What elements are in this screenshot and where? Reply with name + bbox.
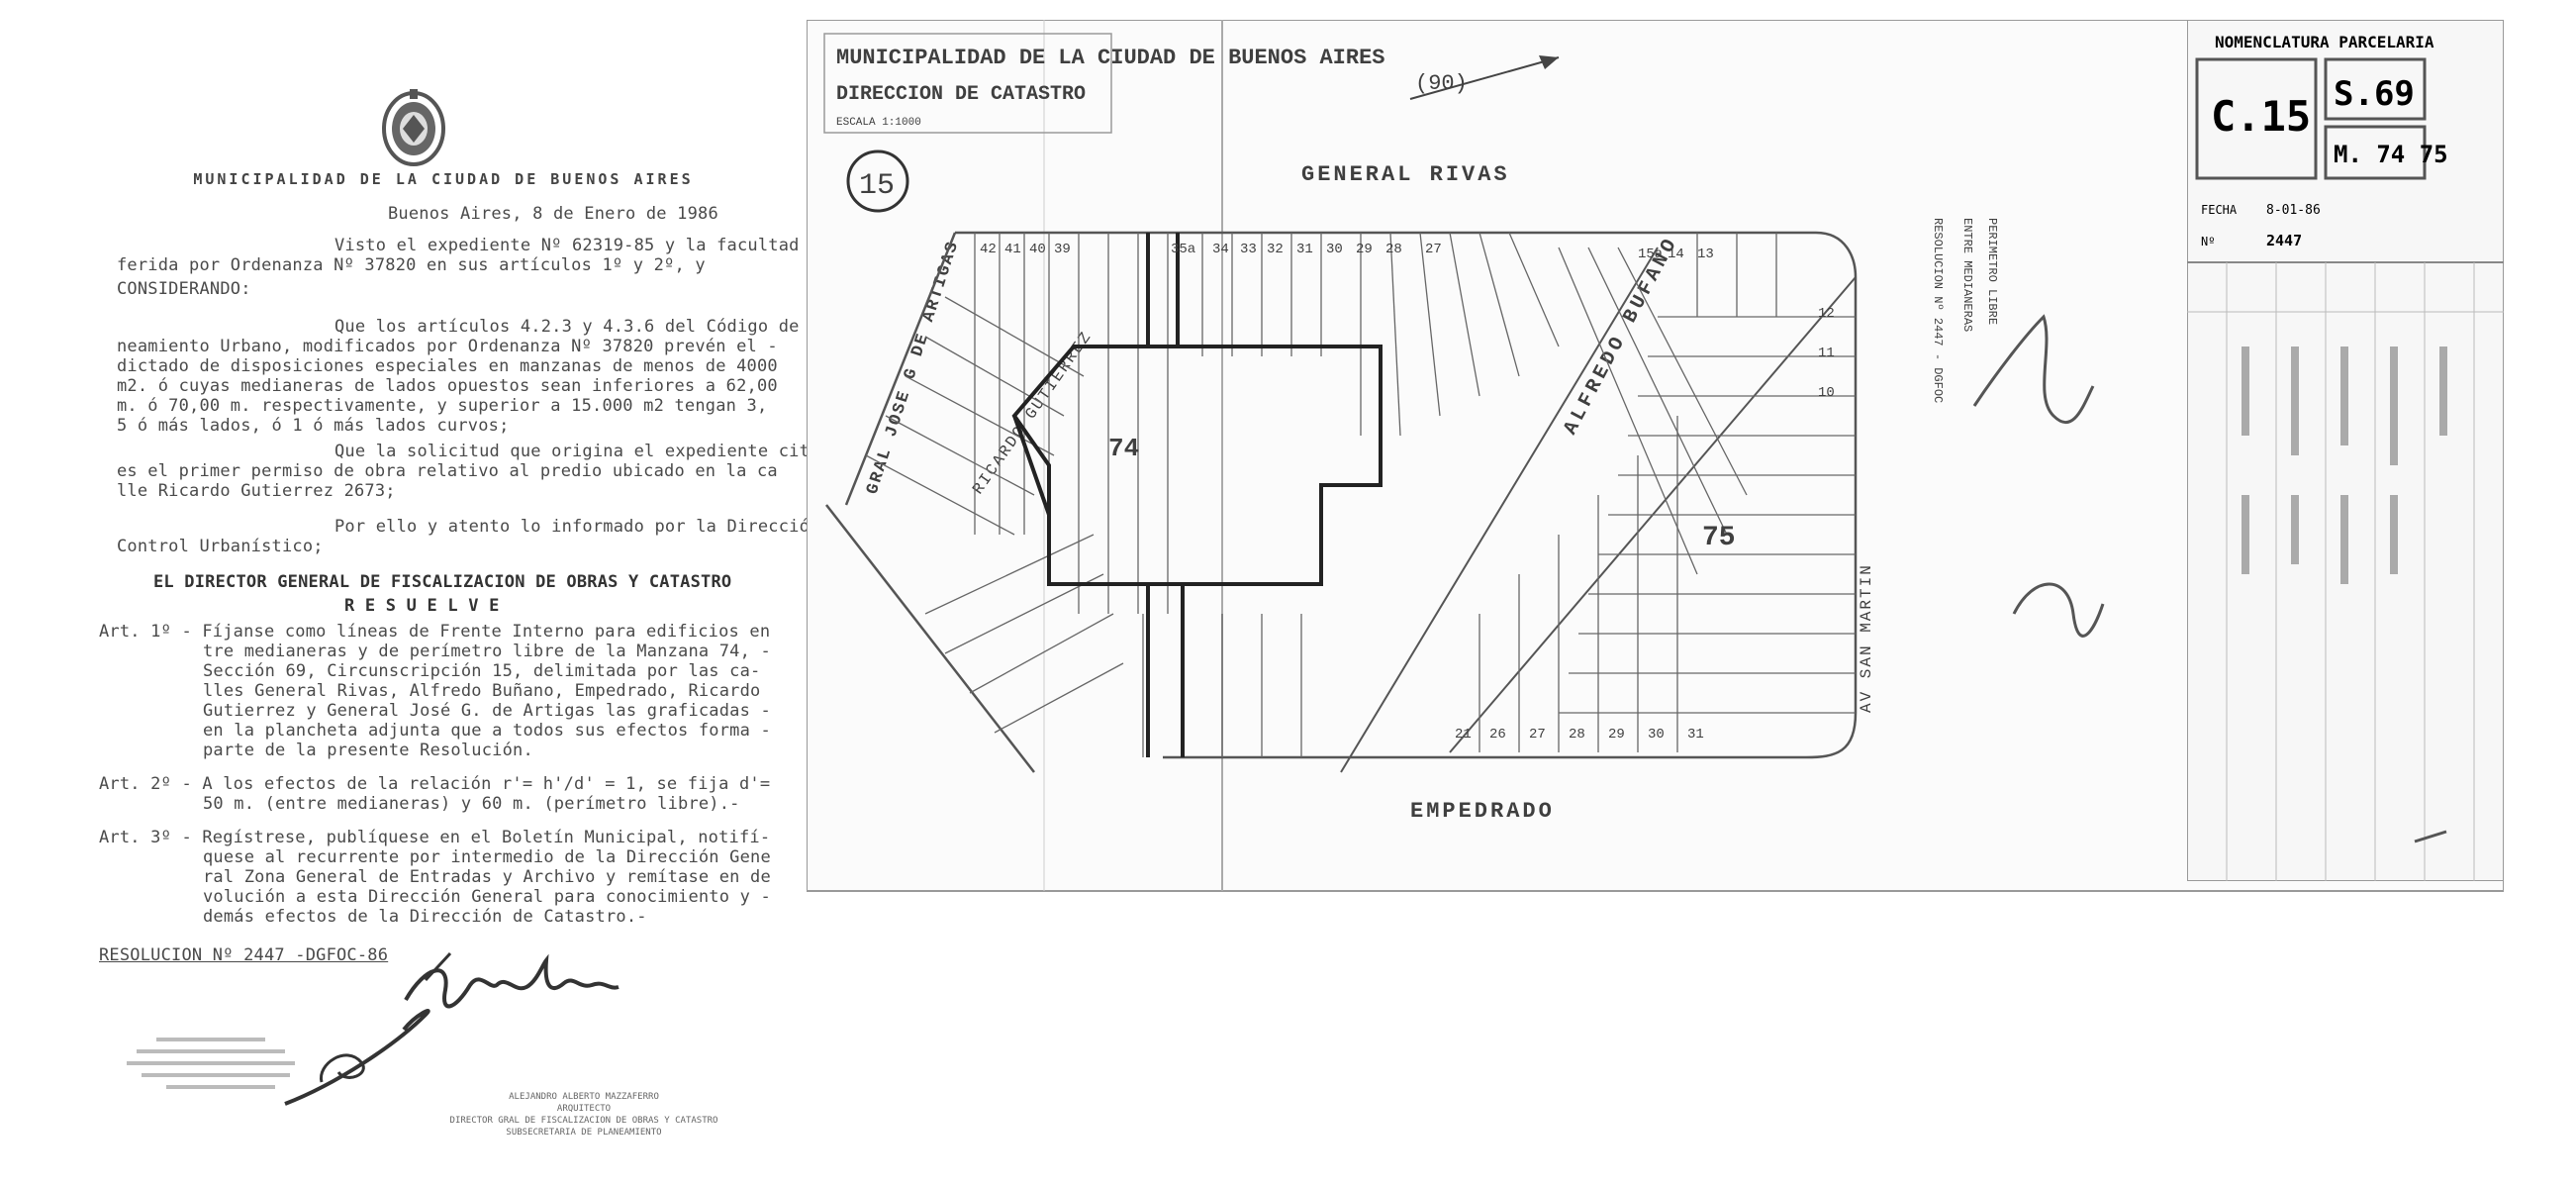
svg-text:15a: 15a xyxy=(1638,247,1663,262)
svg-text:11: 11 xyxy=(1818,346,1835,361)
svg-text:31: 31 xyxy=(1687,727,1704,742)
plan-subtitle: DIRECCION DE CATASTRO xyxy=(836,83,1086,106)
resolution-line: R E S U E L V E xyxy=(344,596,500,616)
svg-text:(90): (90) xyxy=(1415,71,1468,96)
resolution-line: Art. 2º - A los efectos de la relación r… xyxy=(99,774,771,794)
block-75: 75 xyxy=(1702,523,1736,553)
svg-text:21: 21 xyxy=(1455,727,1472,742)
svg-text:28: 28 xyxy=(1385,242,1402,257)
resolution-line: Que los artículos 4.2.3 y 4.3.6 del Códi… xyxy=(334,317,841,337)
street-san-martin: AV SAN MARTIN xyxy=(1858,563,1875,713)
resolution-line: dictado de disposiciones especiales en m… xyxy=(117,356,778,376)
resolution-line: tre medianeras y de perímetro libre de l… xyxy=(203,642,771,661)
resolution-line: Que la solicitud que origina el expedien… xyxy=(334,442,841,461)
svg-text:PERIMETRO LIBRE: PERIMETRO LIBRE xyxy=(1985,218,1999,325)
nomenclatura-title: NOMENCLATURA PARCELARIA xyxy=(2215,33,2434,51)
resolution-line: Art. 3º - Regístrese, publíquese en el B… xyxy=(99,828,771,847)
plan-title: MUNICIPALIDAD DE LA CIUDAD DE BUENOS AIR… xyxy=(836,46,1385,70)
handwritten-signature xyxy=(284,951,620,1106)
svg-text:34: 34 xyxy=(1212,242,1229,257)
municipality-header: MUNICIPALIDAD DE LA CIUDAD DE BUENOS AIR… xyxy=(193,170,694,188)
fecha-label: FECHA xyxy=(2201,203,2238,217)
no-value: 2447 xyxy=(2266,232,2302,249)
resolution-document: MUNICIPALIDAD DE LA CIUDAD DE BUENOS AIR… xyxy=(0,0,840,1188)
svg-text:10: 10 xyxy=(1818,385,1835,401)
svg-text:ENTRE MEDIANERAS: ENTRE MEDIANERAS xyxy=(1960,218,1974,332)
resolution-line: m. ó 70,00 m. respectivamente, y superio… xyxy=(117,396,768,416)
svg-text:39: 39 xyxy=(1054,242,1071,257)
svg-text:31: 31 xyxy=(1296,242,1313,257)
nomenclatura-sheet: NOMENCLATURA PARCELARIA C.15 S.69 M. 74 … xyxy=(2186,19,2505,882)
resolution-line: quese al recurrente por intermedio de la… xyxy=(203,847,771,867)
fecha-value: 8-01-86 xyxy=(2266,203,2321,218)
plan-scale: ESCALA 1:1000 xyxy=(836,117,921,129)
street-empedrado: EMPEDRADO xyxy=(1410,799,1555,824)
svg-text:27: 27 xyxy=(1529,727,1546,742)
resolution-line: Control Urbanístico; xyxy=(117,537,324,556)
circ-code: C.15 xyxy=(2211,92,2311,141)
resolution-line: demás efectos de la Dirección de Catastr… xyxy=(203,907,647,927)
svg-text:26: 26 xyxy=(1489,727,1506,742)
svg-text:40: 40 xyxy=(1029,242,1046,257)
resolution-line: m2. ó cuyas medianeras de lados opuestos… xyxy=(117,376,778,396)
svg-text:29: 29 xyxy=(1608,727,1625,742)
svg-text:12: 12 xyxy=(1818,306,1835,322)
resolution-line: 5 ó más lados, ó 1 ó más lados curvos; xyxy=(117,416,510,436)
svg-text:35a: 35a xyxy=(1171,242,1195,257)
seccion-code: S.69 xyxy=(2334,74,2415,114)
resolution-line: Art. 1º - Fíjanse como líneas de Frente … xyxy=(99,622,771,642)
resolution-line: CONSIDERANDO: xyxy=(117,279,251,299)
svg-text:29: 29 xyxy=(1356,242,1373,257)
svg-text:41: 41 xyxy=(1004,242,1021,257)
manzana-code: M. 74 75 xyxy=(2334,141,2448,168)
resolution-line: lles General Rivas, Alfredo Buñano, Empe… xyxy=(203,681,761,701)
resolution-line: parte de la presente Resolución. xyxy=(203,741,533,760)
resolution-line: 50 m. (entre medianeras) y 60 m. (períme… xyxy=(203,794,740,814)
svg-text:30: 30 xyxy=(1648,727,1665,742)
resolution-line: Por ello y atento lo informado por la Di… xyxy=(334,517,820,537)
resolution-line: Gutierrez y General José G. de Artigas l… xyxy=(203,701,771,721)
svg-text:RESOLUCION Nº 2447 - DGFOC: RESOLUCION Nº 2447 - DGFOC xyxy=(1931,218,1945,403)
resolution-line: en la plancheta adjunta que a todos sus … xyxy=(203,721,771,741)
signature-caption: ALEJANDRO ALBERTO MAZZAFERRO ARQUITECTO … xyxy=(449,1092,718,1138)
svg-text:14: 14 xyxy=(1668,247,1684,262)
resolution-line: ral Zona General de Entradas y Archivo y… xyxy=(203,867,771,887)
resolution-line: EL DIRECTOR GENERAL DE FISCALIZACION DE … xyxy=(153,572,732,592)
svg-text:27: 27 xyxy=(1425,242,1442,257)
sheet-drawing: NOMENCLATURA PARCELARIA C.15 S.69 M. 74 … xyxy=(2186,19,2505,882)
svg-text:30: 30 xyxy=(1326,242,1343,257)
resolution-line: neamiento Urbano, modificados por Ordena… xyxy=(117,337,778,356)
resolution-line: Visto el expediente Nº 62319-85 y la fac… xyxy=(334,236,841,255)
resolution-line: es el primer permiso de obra relativo al… xyxy=(117,461,778,481)
resolution-line: lle Ricardo Gutierrez 2673; xyxy=(117,481,396,501)
municipal-seal-icon xyxy=(382,89,445,166)
resolution-line: ferida por Ordenanza Nº 37820 en sus art… xyxy=(117,255,706,275)
circ-number: 15 xyxy=(859,169,895,203)
resolution-line: volución a esta Dirección General para c… xyxy=(203,887,771,907)
svg-text:13: 13 xyxy=(1697,247,1714,262)
stamp-mark xyxy=(127,1038,295,1089)
svg-text:32: 32 xyxy=(1267,242,1284,257)
street-general-rivas: GENERAL RIVAS xyxy=(1301,162,1510,187)
svg-text:33: 33 xyxy=(1240,242,1257,257)
svg-text:42: 42 xyxy=(980,242,997,257)
svg-text:28: 28 xyxy=(1569,727,1585,742)
no-label: Nº xyxy=(2201,235,2215,248)
block-74: 74 xyxy=(1108,434,1139,463)
resolution-line: Sección 69, Circunscripción 15, delimita… xyxy=(203,661,761,681)
date-line: Buenos Aires, 8 de Enero de 1986 xyxy=(388,204,718,224)
resolution-number: RESOLUCION Nº 2447 -DGFOC-86 xyxy=(99,945,389,965)
